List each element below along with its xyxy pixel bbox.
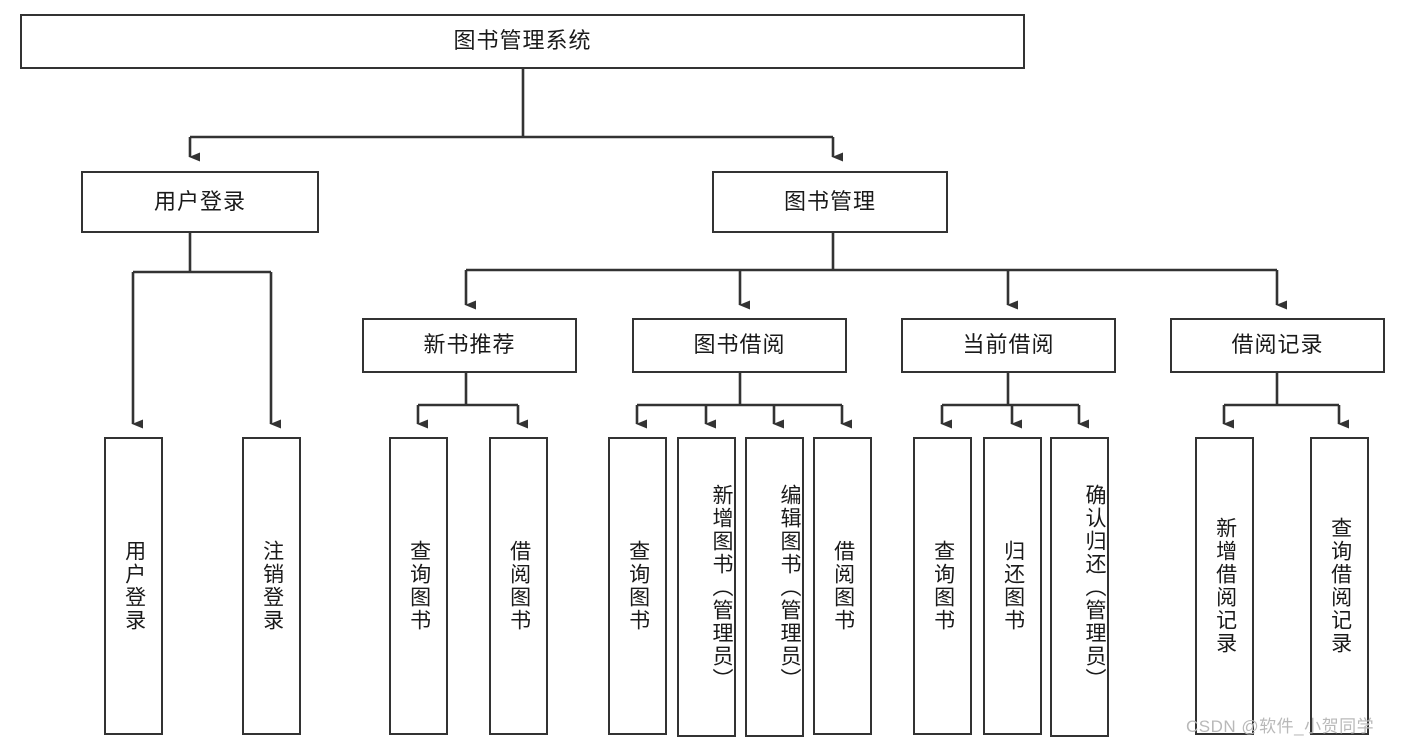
node-root-system[interactable]: 图书管理系统 xyxy=(20,14,1025,69)
node-leaf-borrow-book-1[interactable]: 借阅图书 xyxy=(489,437,548,735)
node-label: 新增图书（管理员） xyxy=(710,483,733,691)
node-label: 借阅图书 xyxy=(831,540,855,632)
node-leaf-query-book-2[interactable]: 查询图书 xyxy=(608,437,667,735)
node-label: 图书管理 xyxy=(783,188,876,214)
node-label: 当前借阅 xyxy=(962,332,1055,358)
node-label: 借阅记录 xyxy=(1231,332,1324,358)
node-leaf-confirm-return[interactable]: 确认归还（管理员） xyxy=(1050,437,1109,737)
node-current-borrow[interactable]: 当前借阅 xyxy=(901,318,1116,373)
node-new-book-recommend[interactable]: 新书推荐 xyxy=(362,318,577,373)
node-leaf-query-book-1[interactable]: 查询图书 xyxy=(389,437,448,735)
node-user-login[interactable]: 用户登录 xyxy=(81,171,319,233)
node-label: 查询图书 xyxy=(626,540,650,632)
node-label: 图书借阅 xyxy=(693,332,786,358)
node-label: 用户登录 xyxy=(122,540,146,632)
csdn-watermark: CSDN @软件_小贺同学 xyxy=(1186,717,1375,736)
node-leaf-edit-book[interactable]: 编辑图书（管理员） xyxy=(745,437,804,737)
node-label: 查询借阅记录 xyxy=(1328,517,1352,655)
node-label: 借阅图书 xyxy=(507,540,531,632)
node-book-borrow[interactable]: 图书借阅 xyxy=(632,318,847,373)
node-borrow-record[interactable]: 借阅记录 xyxy=(1170,318,1385,373)
node-leaf-query-record[interactable]: 查询借阅记录 xyxy=(1310,437,1369,735)
node-leaf-logout-login[interactable]: 注销登录 xyxy=(242,437,301,735)
node-leaf-borrow-book-2[interactable]: 借阅图书 xyxy=(813,437,872,735)
node-leaf-add-book[interactable]: 新增图书（管理员） xyxy=(677,437,736,737)
node-book-manage[interactable]: 图书管理 xyxy=(712,171,948,233)
node-label: 编辑图书（管理员） xyxy=(778,483,801,691)
node-leaf-return-book[interactable]: 归还图书 xyxy=(983,437,1042,735)
node-label: 新书推荐 xyxy=(423,332,516,358)
node-label: 查询图书 xyxy=(407,540,431,632)
node-label: 查询图书 xyxy=(931,540,955,632)
node-label: 新增借阅记录 xyxy=(1213,517,1237,655)
node-leaf-add-record[interactable]: 新增借阅记录 xyxy=(1195,437,1254,735)
node-label: 确认归还（管理员） xyxy=(1083,483,1106,691)
node-label: 图书管理系统 xyxy=(453,28,592,54)
node-label: 注销登录 xyxy=(260,540,284,632)
node-leaf-user-login[interactable]: 用户登录 xyxy=(104,437,163,735)
node-leaf-query-book-3[interactable]: 查询图书 xyxy=(913,437,972,735)
node-label: 用户登录 xyxy=(153,188,246,214)
node-label: 归还图书 xyxy=(1001,540,1025,632)
